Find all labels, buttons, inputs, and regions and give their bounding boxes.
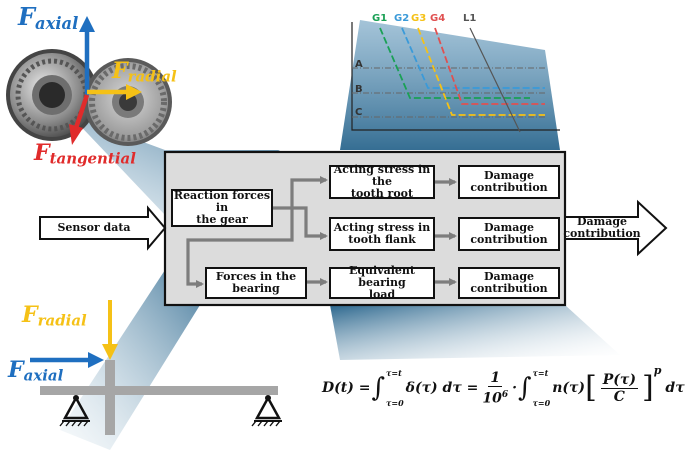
label-stress-flank: Acting stress in tooth flank xyxy=(333,221,431,246)
box-damage-2 xyxy=(458,217,560,251)
sn-chart-axes xyxy=(351,22,560,131)
bearing-sketch xyxy=(30,300,282,435)
formula-dot: · xyxy=(512,380,517,396)
label-f-radial-bottom: Fradial xyxy=(22,302,87,330)
sn-chart xyxy=(351,22,560,133)
box-stress-flank xyxy=(329,217,435,251)
formula-integrand-1: δ(τ) dτ = xyxy=(405,380,479,396)
label-reaction-forces: Reaction forces in the gear xyxy=(173,189,271,226)
sn-curve-g3 xyxy=(417,27,545,116)
sn-label-g2: G2 xyxy=(394,13,410,24)
sn-label-g1: G1 xyxy=(372,13,388,24)
connector-to-root xyxy=(290,176,328,208)
tangential-force-arrow xyxy=(73,94,90,129)
sn-label-l1: L1 xyxy=(463,13,477,24)
connector-to-bearing xyxy=(186,208,294,288)
top-force-arrows xyxy=(69,16,142,145)
label-f-tangential-top: Ftangential xyxy=(34,140,136,168)
sn-label-g3: G3 xyxy=(411,13,427,24)
label-bearing-forces: Forces in the bearing xyxy=(215,270,297,295)
box-bearing-forces xyxy=(205,267,307,299)
left-support-icon xyxy=(59,395,90,427)
level-label-b: B xyxy=(355,84,363,95)
projection-beam-right xyxy=(330,305,620,360)
label-sensor-data: Sensor data xyxy=(57,221,131,234)
formula-lhs: D(t) = xyxy=(322,380,371,396)
label-damage-2: Damage contribution xyxy=(470,221,548,246)
label-equivalent-load: Equivalent bearing load xyxy=(348,264,416,301)
projection-beam-bottom-left xyxy=(60,270,200,450)
label-damage-1: Damage contribution xyxy=(470,169,548,194)
level-label-a: A xyxy=(355,59,363,70)
projection-beam-top xyxy=(340,20,560,150)
label-f-axial-top: Faxial xyxy=(18,2,79,34)
sn-curve-g4 xyxy=(434,27,545,105)
box-damage-1 xyxy=(458,165,560,199)
label-stress-root: Acting stress in the tooth root xyxy=(333,163,431,200)
bracket-left: [ xyxy=(585,370,597,405)
label-damage-3: Damage contribution xyxy=(470,270,548,295)
right-support-icon xyxy=(251,395,282,427)
formula-integrand-2: n(τ) xyxy=(552,380,586,396)
flow-boxes xyxy=(171,165,560,299)
output-arrow xyxy=(564,199,668,257)
integral-sign-2: ∫ xyxy=(518,373,532,403)
sn-curve-g1 xyxy=(379,27,530,99)
formula-dtau: dτ xyxy=(665,380,685,396)
box-reaction-forces xyxy=(171,189,273,227)
bracket-right: ] xyxy=(641,370,654,405)
input-arrow xyxy=(39,205,167,251)
sn-label-g4: G4 xyxy=(430,13,446,24)
shaft xyxy=(40,386,278,395)
sn-curve-g2 xyxy=(401,27,545,89)
gear-web xyxy=(105,360,115,435)
level-label-c: C xyxy=(355,107,363,118)
label-f-axial-bottom: Faxial xyxy=(8,357,64,385)
label-output-damage: Damage contribution xyxy=(563,215,641,240)
box-equivalent-load xyxy=(329,267,435,299)
box-stress-root xyxy=(329,165,435,199)
box-damage-3 xyxy=(458,267,560,299)
integral-sign-1: ∫ xyxy=(371,373,386,403)
formula-load-ratio: P(τ)C xyxy=(600,371,638,405)
sn-curve-l1 xyxy=(469,27,521,133)
formula-exponent: p xyxy=(653,364,662,377)
helical-gear-left xyxy=(6,49,98,141)
flow-connectors xyxy=(186,176,457,288)
connector-to-flank xyxy=(292,206,328,240)
label-f-radial-top: Fradial xyxy=(112,58,177,86)
